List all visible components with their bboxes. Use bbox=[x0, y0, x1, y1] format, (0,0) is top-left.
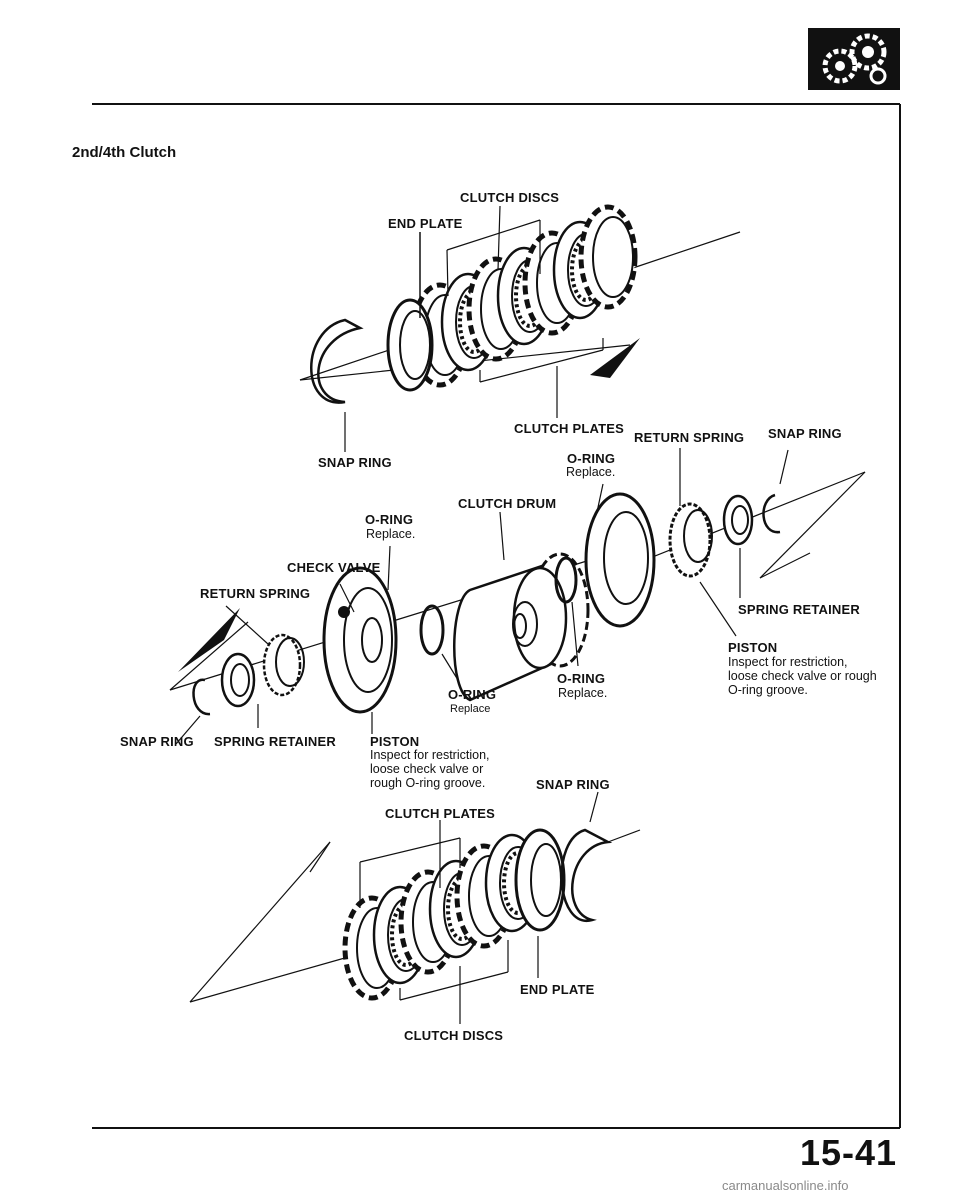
note-oring-lower: Replace bbox=[450, 703, 491, 715]
note-piston-left: Inspect for restriction, loose check val… bbox=[370, 748, 490, 790]
label-piston-right: PISTON bbox=[728, 640, 778, 655]
label-snap-ring-bottom-left: SNAP RING bbox=[120, 734, 194, 749]
label-oring-right: O-RING bbox=[567, 451, 616, 466]
page-number: 15-41 bbox=[800, 1132, 898, 1173]
label-oring-lower: O-RING bbox=[448, 687, 497, 702]
middle-drum-assembly bbox=[169, 448, 866, 745]
label-piston-left: PISTON bbox=[370, 734, 420, 749]
label-snap-ring-bottom: SNAP RING bbox=[536, 777, 610, 792]
note-oring-center: Replace. bbox=[558, 686, 608, 700]
label-oring-center: O-RING bbox=[557, 671, 606, 686]
label-snap-ring-top: SNAP RING bbox=[318, 455, 392, 470]
note-piston-right: Inspect for restriction, loose check val… bbox=[728, 655, 877, 697]
label-end-plate-bottom: END PLATE bbox=[520, 982, 595, 997]
label-snap-ring-right: SNAP RING bbox=[768, 426, 842, 441]
label-clutch-discs-top: CLUTCH DISCS bbox=[460, 190, 560, 205]
label-spring-retainer-right: SPRING RETAINER bbox=[738, 602, 860, 617]
gears-icon bbox=[808, 28, 900, 90]
label-return-spring-right: RETURN SPRING bbox=[634, 430, 745, 445]
label-spring-retainer-left: SPRING RETAINER bbox=[214, 734, 336, 749]
label-check-valve: CHECK VALVE bbox=[287, 560, 381, 575]
note-oring-right: Replace. bbox=[566, 465, 616, 479]
bottom-clutch-pack bbox=[189, 791, 641, 1024]
label-return-spring-left: RETURN SPRING bbox=[200, 586, 311, 601]
label-clutch-plates-top: CLUTCH PLATES bbox=[514, 421, 624, 436]
label-end-plate-top: END PLATE bbox=[388, 216, 463, 231]
watermark: carmanualsonline.info bbox=[722, 1178, 849, 1193]
note-oring-left: Replace. bbox=[366, 527, 416, 541]
label-clutch-plates-bottom: CLUTCH PLATES bbox=[385, 806, 495, 821]
top-clutch-pack bbox=[299, 206, 741, 452]
section-title: 2nd/4th Clutch bbox=[72, 144, 177, 161]
label-clutch-drum: CLUTCH DRUM bbox=[458, 496, 557, 511]
label-clutch-discs-bottom: CLUTCH DISCS bbox=[404, 1028, 504, 1043]
label-oring-left: O-RING bbox=[365, 512, 414, 527]
